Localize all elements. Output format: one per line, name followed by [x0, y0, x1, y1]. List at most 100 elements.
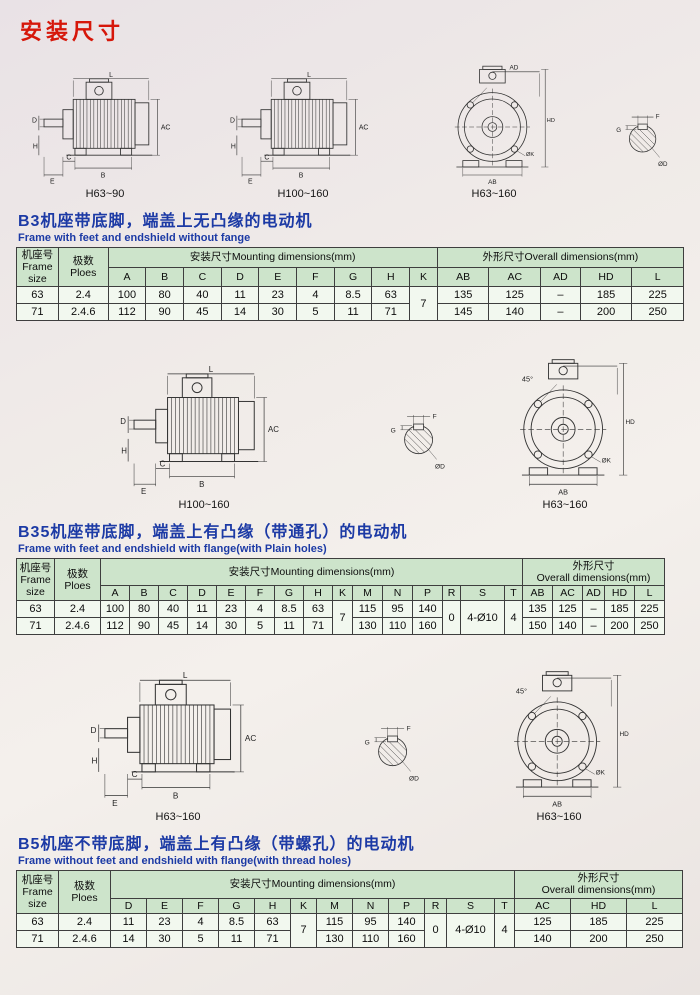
cell: 8.5: [274, 600, 304, 619]
cell: 250: [631, 303, 684, 322]
poles-header-en: Ploes: [64, 579, 91, 592]
cell: 45: [158, 617, 188, 636]
col-header: K: [409, 266, 438, 288]
shaft-section-drawing: F G ØD: [391, 390, 454, 477]
col-header: B: [129, 585, 159, 602]
drawing-caption: H63~160: [542, 499, 588, 512]
cell: 200: [570, 929, 627, 948]
cell: 140: [552, 617, 583, 636]
cell: 200: [579, 303, 633, 322]
motor-front-drawing: 45° HD ØK AB: [519, 359, 635, 497]
col-header: G: [218, 897, 255, 914]
cell: 71: [303, 617, 333, 636]
dim-label-f: F: [433, 413, 437, 420]
cell: 130: [352, 617, 383, 636]
col-header: C: [158, 585, 188, 602]
dim-label-k: ØK: [526, 152, 534, 158]
table-header-row: 机座号 Frame size 极数 Ploes 安装尺寸Mounting dim…: [16, 246, 685, 288]
col-header: D: [110, 897, 147, 914]
col-header: R: [424, 897, 447, 914]
overall-dimensions-header: 外形尺寸 Overall dimensions(mm): [514, 870, 683, 899]
col-header: AD: [540, 266, 581, 288]
drawings-row-3: L AC D H C B E H63~160 F G ØD 45° HD: [16, 655, 684, 823]
cell: 14: [187, 617, 217, 636]
cell: 225: [626, 912, 683, 931]
cell: 4: [296, 286, 335, 305]
shaft-section-drawing: F G ØD: [365, 702, 428, 789]
cell: 145: [436, 303, 490, 322]
dim-label-od: ØD: [658, 161, 668, 168]
col-header: H: [254, 897, 291, 914]
drawings-row-2: L AC D H C B E H100~160 F G ØD 45° HD: [16, 343, 684, 511]
dim-label-h: H: [121, 447, 127, 456]
frame-size-header: 机座号 Frame size: [16, 870, 59, 914]
b35-dimensions-table: 机座号 Frame size 极数 Ploes 安装尺寸Mounting dim…: [16, 558, 665, 636]
cell-k-merged: 7: [409, 286, 438, 322]
col-header: C: [183, 266, 222, 288]
poles-header-cn: 极数: [67, 567, 88, 580]
poles-header-cn: 极数: [72, 255, 94, 268]
column-letters-row: A B C D E F G H K M N P R S T AB AC AD H…: [17, 585, 665, 602]
cell-k-merged: 7: [290, 912, 317, 948]
table-row: 63 2.4 11 23 4 8.5 63 7 115 95 140 0 4-Ø…: [16, 912, 683, 948]
col-header: AC: [488, 266, 542, 288]
col-header: K: [332, 585, 353, 602]
cell: 250: [626, 929, 683, 948]
cell: 71: [254, 929, 291, 948]
motor-front-figure: 45° HD ØK AB H63~160: [490, 668, 629, 824]
cell: 30: [258, 303, 298, 322]
frame-header-cn: 机座号: [19, 561, 52, 574]
drawing-caption: H63~160: [471, 188, 517, 200]
dim-label-45deg: 45°: [516, 687, 527, 696]
cell: 140: [488, 303, 542, 322]
frame-size-header: 机座号 Frame size: [16, 246, 59, 288]
col-header: AB: [436, 266, 490, 288]
section-title-cn: B5机座不带底脚，端盖上有凸缘（带螺孔）的电动机: [18, 836, 415, 854]
dim-label-e: E: [50, 179, 55, 186]
table-header-row: 机座号 Frame size 极数 Ploes 安装尺寸Mounting dim…: [16, 870, 683, 914]
motor-front-drawing: 45° HD ØK AB: [513, 671, 629, 809]
overall-header-en: Overall dimensions(mm): [536, 572, 651, 585]
section-title-en: Frame without feet and endshield with fl…: [18, 855, 352, 868]
dim-label-b: B: [173, 792, 179, 801]
col-header: HD: [570, 897, 627, 914]
table-row: 63 2.4 100 80 40 11 23 4 8.5 63 7 135 12…: [16, 286, 684, 322]
cell: 63: [16, 286, 59, 305]
cell: 11: [218, 929, 255, 948]
col-header: E: [146, 897, 183, 914]
cell: –: [540, 303, 581, 322]
col-header: HD: [604, 585, 635, 602]
dim-label-g: G: [616, 127, 621, 134]
cell: 63: [254, 912, 291, 931]
motor-side-figure: L AC D H C B E H100~160: [120, 365, 288, 511]
column-letters-row: D E F G H K M N P R S T AC HD L: [17, 897, 683, 914]
section-title-cn: B35机座带底脚，端盖上有凸缘（带通孔）的电动机: [18, 524, 408, 542]
cell: 125: [552, 600, 583, 619]
cell: 130: [316, 929, 353, 948]
cell: 30: [216, 617, 246, 636]
dim-label-ac: AC: [245, 734, 256, 743]
cell: 11: [274, 617, 304, 636]
overall-header-en: Overall dimensions(mm): [541, 884, 656, 897]
dim-label-od: ØD: [435, 464, 445, 471]
motor-side-figure: L AC D H C B E H63~90: [32, 71, 178, 200]
dim-label-l: L: [307, 72, 311, 79]
col-header: E: [258, 266, 298, 288]
cell: 11: [187, 600, 217, 619]
cell: 2.4.6: [54, 617, 101, 636]
cell: 23: [258, 286, 298, 305]
drawing-caption: H63~160: [536, 811, 582, 824]
dim-label-h: H: [231, 143, 236, 150]
cell: 185: [570, 912, 627, 931]
poles-header: 极数 Ploes: [58, 870, 111, 914]
col-header: B: [145, 266, 185, 288]
dim-label-h: H: [33, 143, 38, 150]
b3-dimensions-table: 机座号 Frame size 极数 Ploes 安装尺寸Mounting dim…: [16, 246, 685, 322]
motor-side-drawing: L AC D H C B E: [120, 365, 279, 496]
col-header: P: [412, 585, 443, 602]
dim-label-b: B: [101, 173, 106, 180]
motor-side-figure: L AC D H C B E H100~160: [230, 71, 376, 200]
cell: 14: [220, 303, 260, 322]
section-heading-b3: B3机座带底脚，端盖上无凸缘的电动机 Frame with feet and e…: [18, 207, 684, 244]
